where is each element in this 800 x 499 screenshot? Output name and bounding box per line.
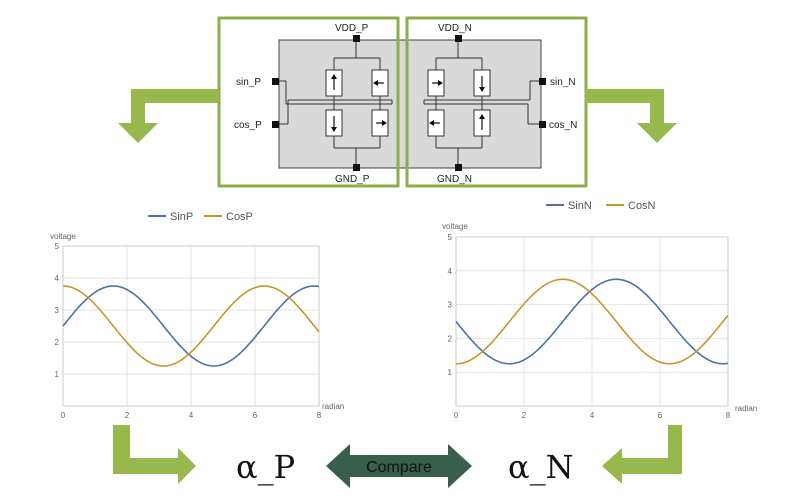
compare-arrow — [326, 444, 472, 488]
chart-n: voltage radian 0 2 4 6 8 1 2 3 4 5 SinN CosN — [442, 200, 757, 420]
p-bridge-arrows — [331, 74, 387, 132]
legend-cosp: CosP — [226, 211, 253, 223]
label-gnd-n: GND_N — [437, 174, 472, 185]
chart-n-ytick: 3 — [448, 301, 453, 310]
series-cosp-line — [62, 285, 320, 367]
chart-n-xtick: 6 — [658, 411, 663, 420]
chart-n-ytick: 2 — [448, 334, 453, 343]
arrow-to-p-chart — [118, 89, 219, 143]
chart-n-xtick: 8 — [726, 411, 731, 420]
legend-sinn: SinN — [568, 200, 592, 212]
chart-p: voltage radian 0 2 4 6 8 1 2 3 4 5 SinP CosP — [50, 211, 344, 420]
alpha-p-label: α_P — [236, 448, 295, 486]
chart-n-ytick: 4 — [448, 267, 453, 276]
legend-sinp: SinP — [170, 211, 193, 223]
chart-n-xtick: 0 — [454, 411, 459, 420]
chart-n-ytick: 5 — [448, 233, 453, 242]
chart-p-series — [62, 285, 320, 367]
n-bridge-arrows — [429, 76, 485, 130]
n-bridge-wiring — [423, 42, 539, 164]
chart-p-ticks: 0 2 4 6 8 1 2 3 4 5 — [55, 242, 322, 420]
pin-cos-p — [272, 121, 279, 128]
pin-sin-n — [539, 78, 546, 85]
compare-label: Compare — [366, 459, 432, 476]
chart-p-ylabel: voltage — [50, 232, 76, 241]
chart-p-ytick: 3 — [55, 306, 60, 315]
label-sin-p: sin_P — [236, 77, 261, 88]
chart-p-ytick: 5 — [55, 242, 60, 251]
chart-n-ylabel: voltage — [442, 222, 468, 231]
pin-cos-n — [539, 121, 546, 128]
p-bridge-wiring — [279, 42, 393, 164]
series-cosn-line — [455, 278, 729, 365]
legend-cosn: CosN — [628, 200, 656, 212]
arrow-to-n-chart — [586, 89, 677, 143]
chart-p-xtick: 6 — [253, 411, 258, 420]
chart-p-grid — [62, 245, 320, 406]
chart-p-xtick: 0 — [61, 411, 66, 420]
label-gnd-p: GND_P — [335, 174, 370, 185]
series-sinn-line — [455, 278, 729, 365]
chart-p-xtick: 8 — [317, 411, 322, 420]
label-vdd-p: VDD_P — [335, 23, 369, 34]
arrow-n-to-alpha — [602, 425, 682, 484]
chart-n-xtick: 4 — [590, 411, 595, 420]
chart-p-xtick: 4 — [189, 411, 194, 420]
chart-n-series — [455, 278, 729, 365]
chart-p-ytick: 4 — [55, 274, 60, 283]
pin-vdd-n — [455, 35, 462, 42]
chart-n-xlabel: radian — [735, 404, 757, 413]
label-sin-n: sin_N — [550, 77, 576, 88]
chart-n-ticks: 0 2 4 6 8 1 2 3 4 5 — [448, 233, 731, 420]
label-cos-n: cos_N — [549, 120, 577, 131]
chart-n-ytick: 1 — [448, 368, 453, 377]
chart-p-xtick: 2 — [125, 411, 130, 420]
series-sinp-line — [62, 285, 320, 367]
chart-n-xtick: 2 — [522, 411, 527, 420]
chart-n-grid — [455, 236, 729, 406]
pin-sin-p — [272, 78, 279, 85]
chart-p-ytick: 2 — [55, 338, 60, 347]
pin-vdd-p — [353, 35, 360, 42]
label-vdd-n: VDD_N — [438, 23, 472, 34]
chart-p-ytick: 1 — [55, 370, 60, 379]
pin-gnd-n — [455, 164, 462, 171]
chart-p-xlabel: radian — [322, 402, 344, 411]
alpha-n-label: α_N — [508, 448, 574, 486]
pin-gnd-p — [353, 164, 360, 171]
label-cos-p: cos_P — [234, 120, 262, 131]
arrow-p-to-alpha — [113, 425, 196, 484]
